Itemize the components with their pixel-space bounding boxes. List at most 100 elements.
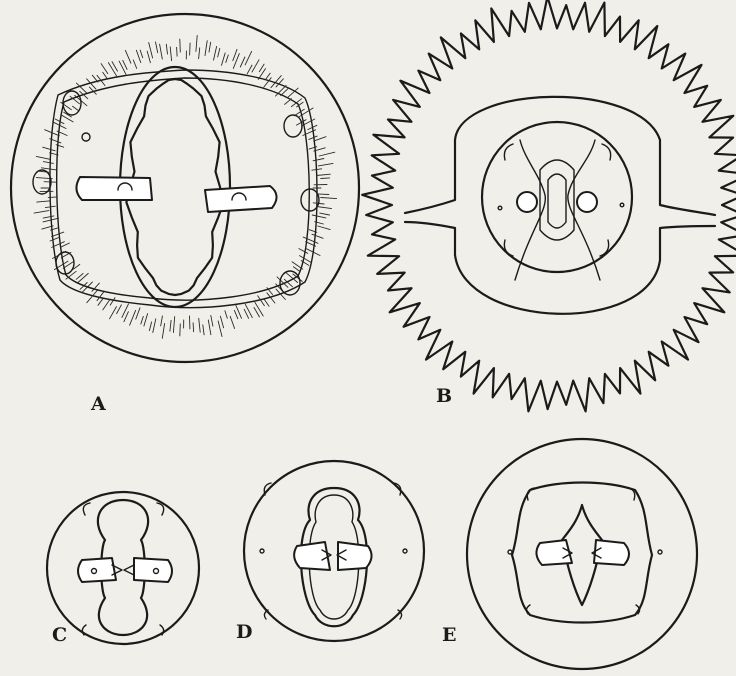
hatch-stroke xyxy=(220,316,223,328)
hatch-stroke xyxy=(292,262,303,269)
panel-b-lower-lobes xyxy=(405,222,715,314)
hatch-stroke xyxy=(177,47,178,56)
hatch-stroke xyxy=(203,325,204,335)
hatch-stroke xyxy=(214,47,217,61)
hatch-stroke xyxy=(110,298,115,306)
hatch-stroke xyxy=(199,318,201,332)
hatch-stroke xyxy=(78,273,89,282)
label-b: B xyxy=(436,385,452,407)
panel-e-right-arm xyxy=(594,540,629,565)
label-a: A xyxy=(90,393,106,415)
hatch-stroke xyxy=(170,320,171,331)
hatch-stroke xyxy=(265,73,270,79)
hatch-stroke xyxy=(255,302,263,316)
hatch-stroke xyxy=(101,64,108,74)
hatch-stroke xyxy=(318,226,331,230)
panel-c-disc xyxy=(47,492,199,644)
panel-d-left-arm xyxy=(294,542,330,570)
hatch-stroke xyxy=(37,201,51,202)
hatch-stroke xyxy=(309,136,317,139)
hatch-stroke xyxy=(52,232,64,237)
hatch-stroke xyxy=(125,50,130,63)
hatch-stroke xyxy=(211,315,213,326)
hatch-stroke xyxy=(208,320,211,335)
hatch-stroke xyxy=(160,44,163,59)
hatch-stroke xyxy=(193,323,194,332)
hatch-stroke xyxy=(60,243,69,247)
hatch-stroke xyxy=(252,60,259,72)
hatch-stroke xyxy=(43,216,54,218)
hatch-stroke xyxy=(312,215,326,218)
hatch-stroke xyxy=(133,60,136,68)
hatch-stroke xyxy=(244,309,248,318)
hatch-stroke xyxy=(233,49,237,60)
hatch-stroke xyxy=(161,316,163,326)
hatch-stroke xyxy=(108,63,116,77)
panel-b-upper-lobes xyxy=(405,97,715,215)
label-e: E xyxy=(442,624,456,646)
hatch-stroke xyxy=(300,256,312,263)
hatch-stroke xyxy=(149,43,153,59)
hatch-stroke xyxy=(66,271,76,279)
hatch-stroke xyxy=(259,64,264,72)
hatch-stroke xyxy=(247,65,252,74)
hatch-stroke xyxy=(264,300,269,307)
hatch-stroke xyxy=(123,60,127,69)
hatch-stroke xyxy=(258,69,265,80)
hatch-stroke xyxy=(136,50,140,62)
panel-e-inner-lobe xyxy=(512,483,652,623)
hatch-stroke xyxy=(122,304,129,318)
hatch-stroke xyxy=(321,198,337,199)
hatch-stroke xyxy=(222,53,226,65)
hatch-stroke xyxy=(240,57,245,67)
hatch-stroke xyxy=(156,42,158,53)
hatch-stroke xyxy=(317,194,329,195)
hatch-stroke xyxy=(149,322,151,331)
hatch-stroke xyxy=(170,47,171,61)
panel-b-tentacle-fringe xyxy=(362,0,736,411)
hatch-stroke xyxy=(147,51,150,63)
hatch-stroke xyxy=(313,159,324,161)
hatch-stroke xyxy=(98,299,103,306)
panel-a-right-arm xyxy=(205,186,277,212)
hatch-stroke xyxy=(316,174,330,175)
hatch-stroke xyxy=(190,43,191,55)
hatch-stroke xyxy=(245,304,252,317)
hatch-stroke xyxy=(73,106,80,111)
hatch-stroke xyxy=(225,311,227,319)
hatch-stroke xyxy=(140,50,143,58)
hatch-stroke xyxy=(82,282,93,293)
hatch-stroke xyxy=(234,310,237,318)
panel-a xyxy=(11,14,359,362)
hatch-stroke xyxy=(34,211,49,214)
hatch-stroke xyxy=(196,36,197,52)
hatch-stroke xyxy=(144,314,148,326)
hatch-stroke xyxy=(230,316,234,328)
hatch-stroke xyxy=(314,137,326,141)
panel-e-left-arm xyxy=(536,540,572,565)
hatch-stroke xyxy=(61,115,73,122)
hatch-stroke xyxy=(321,178,330,179)
hatch-stroke xyxy=(303,237,318,243)
panel-a-outer-disc xyxy=(11,14,359,362)
panel-b-left-bulb xyxy=(517,192,537,212)
hatch-stroke xyxy=(245,51,252,65)
hatch-stroke xyxy=(205,41,207,56)
hatch-stroke xyxy=(117,305,122,314)
hatch-stroke xyxy=(319,152,335,156)
hatch-stroke xyxy=(218,48,220,57)
panel-e xyxy=(467,439,697,669)
hatch-stroke xyxy=(124,312,128,322)
hatch-stroke xyxy=(218,321,222,337)
hatch-stroke xyxy=(136,308,140,319)
hatch-stroke xyxy=(43,162,53,164)
hatch-stroke xyxy=(119,61,126,74)
hatch-stroke xyxy=(293,267,300,272)
label-d: D xyxy=(236,621,252,643)
panel-d-right-arm xyxy=(338,542,372,570)
hatch-stroke xyxy=(285,99,292,105)
panel-e-disc xyxy=(467,439,697,669)
hatch-stroke xyxy=(199,48,200,59)
hatch-stroke xyxy=(36,156,50,159)
